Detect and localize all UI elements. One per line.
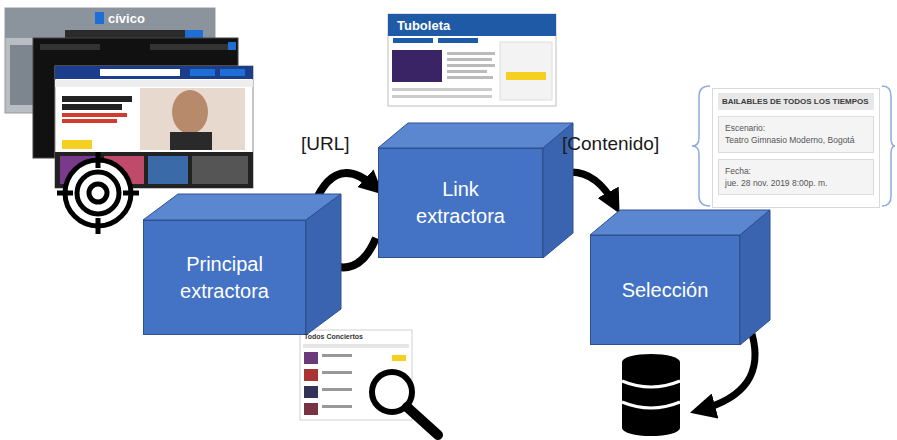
card-heading: BAILABLES DE TODOS LOS TIEMPOS (718, 93, 874, 110)
extractor-cube: Link extractora (378, 148, 543, 258)
connector-path (548, 172, 615, 205)
magnifier-icon (372, 372, 438, 435)
cube-top-face (590, 210, 770, 235)
edge-label: [URL] (301, 133, 350, 155)
cube-side-face (740, 210, 770, 345)
node-text: Principal extractora (164, 251, 285, 305)
node-text: Escenario: (725, 122, 867, 134)
database-icon (622, 354, 680, 436)
connector (548, 172, 615, 205)
node-text: Link extractora (399, 176, 522, 230)
node-text: jue. 28 nov. 2019 8:00p. m. (725, 177, 867, 189)
site-logo: cívico (108, 11, 145, 26)
site-logo: Tuboleta (397, 18, 450, 33)
target-icon (57, 152, 139, 234)
node-text: Selección (622, 277, 709, 304)
content-card: BAILABLES DE TODOS LOS TIEMPOS Escenario:… (712, 88, 880, 208)
page-heading: Todos Conciertos (304, 333, 363, 340)
connector (308, 173, 376, 267)
node-text: Fecha: (725, 165, 867, 177)
store-arrow (700, 334, 755, 410)
edge-label: [Contenido] (562, 133, 659, 155)
cube-side-face (306, 194, 341, 335)
content-field: Fecha:jue. 28 nov. 2019 8:00p. m. (718, 159, 874, 196)
connector-path (308, 173, 376, 222)
extractor-cube: Principal extractora (143, 220, 306, 335)
content-field: Escenario:Teatro Gimnasio Moderno, Bogot… (718, 116, 874, 153)
curly-brace (692, 86, 710, 206)
website-screenshot (300, 330, 412, 420)
curly-brace (882, 86, 895, 206)
cube-top-face (143, 194, 341, 220)
website-screenshot (388, 14, 556, 106)
connector-path (308, 238, 376, 267)
cube-top-face (378, 123, 573, 148)
node-text: Teatro Gimnasio Moderno, Bogotá (725, 134, 867, 146)
selection-cube: Selección (590, 235, 740, 345)
